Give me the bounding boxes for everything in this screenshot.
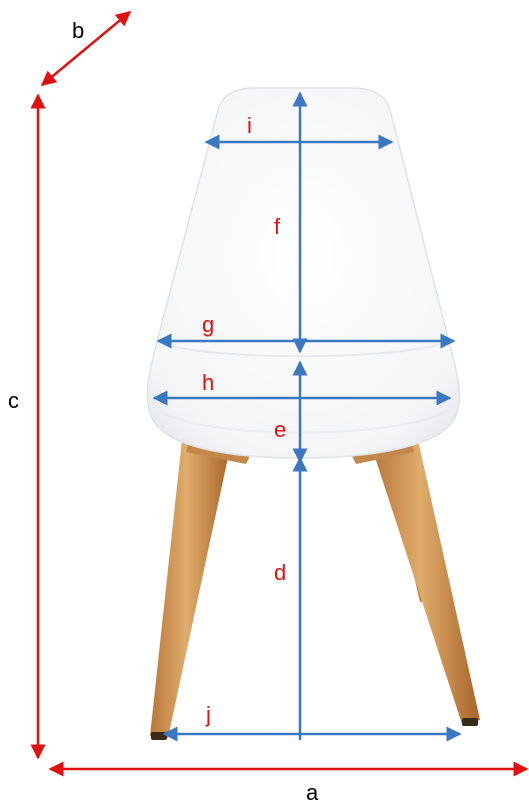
front-leg-left [150,440,230,740]
label-e: e [274,417,286,442]
label-g: g [202,312,214,337]
label-f: f [274,214,281,239]
label-i: i [247,113,252,138]
label-c: c [8,388,19,413]
label-a: a [306,780,319,805]
label-h: h [202,370,214,395]
chair-photo [146,87,480,740]
seat-shell [146,87,461,459]
label-b: b [72,18,84,43]
label-d: d [274,560,286,585]
front-leg-right [372,440,480,726]
dimension-b-line [40,11,132,86]
label-j: j [205,702,211,727]
